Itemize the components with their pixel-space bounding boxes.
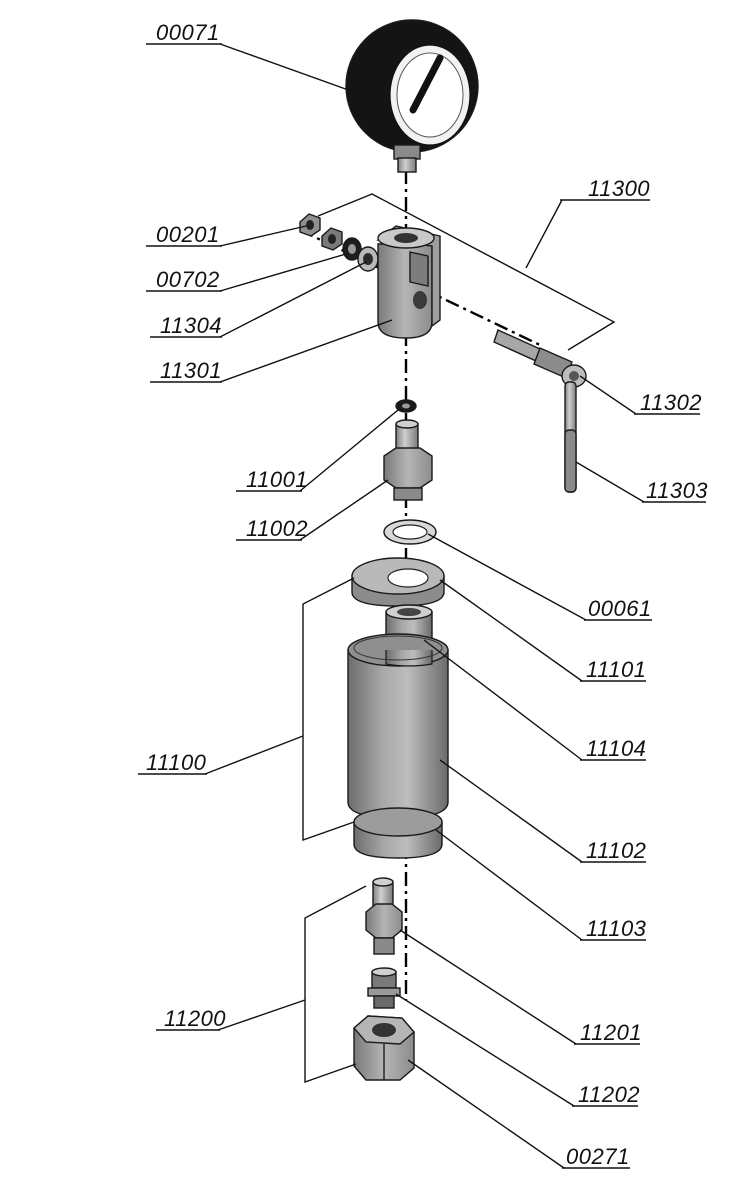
svg-text:11001: 11001	[246, 467, 308, 492]
svg-text:00061: 00061	[588, 596, 652, 621]
bracket-11100	[302, 577, 355, 841]
nut-00271	[353, 1015, 415, 1081]
bracket-11300	[317, 193, 616, 351]
valve-stem-11302	[493, 329, 587, 388]
body-block-11301	[376, 225, 441, 339]
label-00702: 00702	[146, 267, 222, 292]
fitting-11002	[383, 419, 433, 501]
nut-00201	[299, 213, 321, 237]
label-11300: 11300	[560, 176, 650, 201]
svg-text:11100: 11100	[146, 750, 207, 775]
label-00201: 00201	[146, 222, 222, 247]
label-11302: 11302	[634, 390, 702, 415]
svg-text:00071: 00071	[156, 20, 220, 45]
label-00061: 00061	[584, 596, 652, 621]
svg-text:00201: 00201	[156, 222, 220, 247]
label-00271: 00271	[562, 1144, 630, 1169]
svg-text:00271: 00271	[566, 1144, 630, 1169]
sleeve-11102	[347, 633, 449, 819]
label-11301: 11301	[150, 358, 222, 383]
label-11202: 11202	[572, 1082, 640, 1107]
svg-text:11300: 11300	[588, 176, 650, 201]
label-11100: 11100	[138, 750, 207, 775]
label-11102: 11102	[580, 838, 646, 863]
center-axis-horizontal	[299, 228, 541, 347]
washer-00702	[342, 237, 362, 261]
svg-text:11304: 11304	[160, 313, 222, 338]
label-11104: 11104	[580, 736, 646, 761]
svg-text:11303: 11303	[646, 478, 708, 503]
svg-text:11002: 11002	[246, 516, 308, 541]
label-11101: 11101	[580, 657, 646, 682]
nut-double	[321, 227, 343, 251]
svg-text:00702: 00702	[156, 267, 220, 292]
label-11304: 11304	[150, 313, 222, 338]
svg-text:11202: 11202	[578, 1082, 640, 1107]
label-11201: 11201	[574, 1020, 642, 1045]
handle-11303	[564, 381, 577, 493]
label-11002: 11002	[236, 516, 308, 541]
insert-11202	[367, 967, 401, 1009]
svg-text:11101: 11101	[586, 657, 646, 682]
svg-text:11302: 11302	[640, 390, 702, 415]
base-11103	[353, 807, 443, 859]
svg-text:11102: 11102	[586, 838, 646, 863]
leader-lines	[204, 43, 645, 1169]
pressure-gauge	[345, 19, 479, 173]
oring-11001	[395, 399, 417, 413]
svg-text:11201: 11201	[580, 1020, 642, 1045]
label-11001: 11001	[236, 467, 308, 492]
label-00071: 00071	[146, 20, 222, 45]
svg-text:11104: 11104	[586, 736, 646, 761]
label-11303: 11303	[642, 478, 708, 503]
ring-00061	[383, 519, 437, 545]
svg-text:11301: 11301	[160, 358, 222, 383]
washer-11304	[357, 246, 379, 272]
svg-text:11103: 11103	[586, 916, 647, 941]
svg-text:11200: 11200	[164, 1006, 226, 1031]
flange-11101	[351, 557, 445, 607]
label-11103: 11103	[580, 916, 647, 941]
label-11200: 11200	[156, 1006, 226, 1031]
nipple-11201	[365, 877, 403, 955]
